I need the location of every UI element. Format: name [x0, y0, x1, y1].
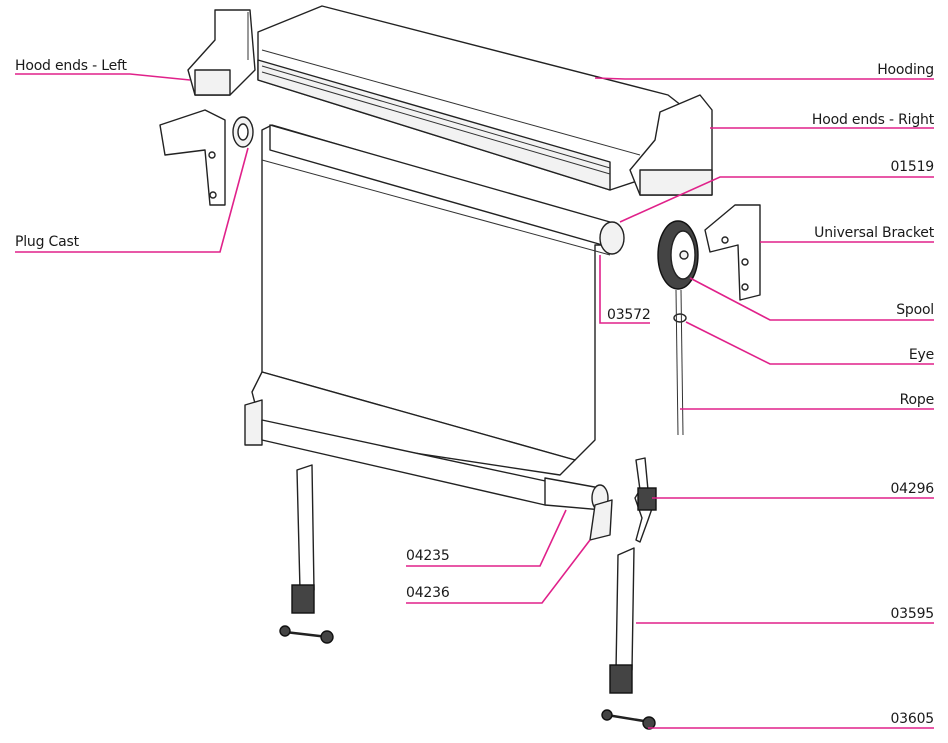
- label-eye: Eye: [908, 347, 934, 363]
- leader-lines: [15, 73, 934, 729]
- label-plug-cast: Plug Cast: [15, 234, 79, 250]
- right-strap-part: [601, 547, 656, 730]
- label-hood-ends-left: Hood ends - Left: [15, 58, 127, 74]
- label-04235: 04235: [406, 548, 450, 564]
- label-spool: Spool: [896, 302, 934, 318]
- label-03595: 03595: [890, 606, 934, 622]
- hood-end-left-part: [187, 9, 256, 96]
- plug-cast-part: [232, 116, 254, 148]
- label-hooding: Hooding: [877, 62, 934, 78]
- fabric-roller-part: [244, 124, 625, 541]
- hooding-part: [257, 5, 701, 191]
- label-universal-bracket: Universal Bracket: [814, 225, 934, 241]
- left-strap-part: [279, 464, 334, 644]
- clip-04296-part: [634, 457, 657, 543]
- universal-bracket-part: [704, 204, 761, 301]
- label-01519: 01519: [890, 159, 934, 175]
- label-rope: Rope: [899, 392, 935, 408]
- label-03605: 03605: [890, 711, 934, 727]
- spool-part: [657, 220, 699, 290]
- label-04236: 04236: [406, 585, 450, 601]
- left-bracket-part: [159, 109, 226, 206]
- label-03572: 03572: [607, 307, 651, 323]
- label-04296: 04296: [890, 481, 934, 497]
- eye-rope-part: [673, 289, 687, 436]
- label-hood-ends-right: Hood ends - Right: [811, 112, 934, 128]
